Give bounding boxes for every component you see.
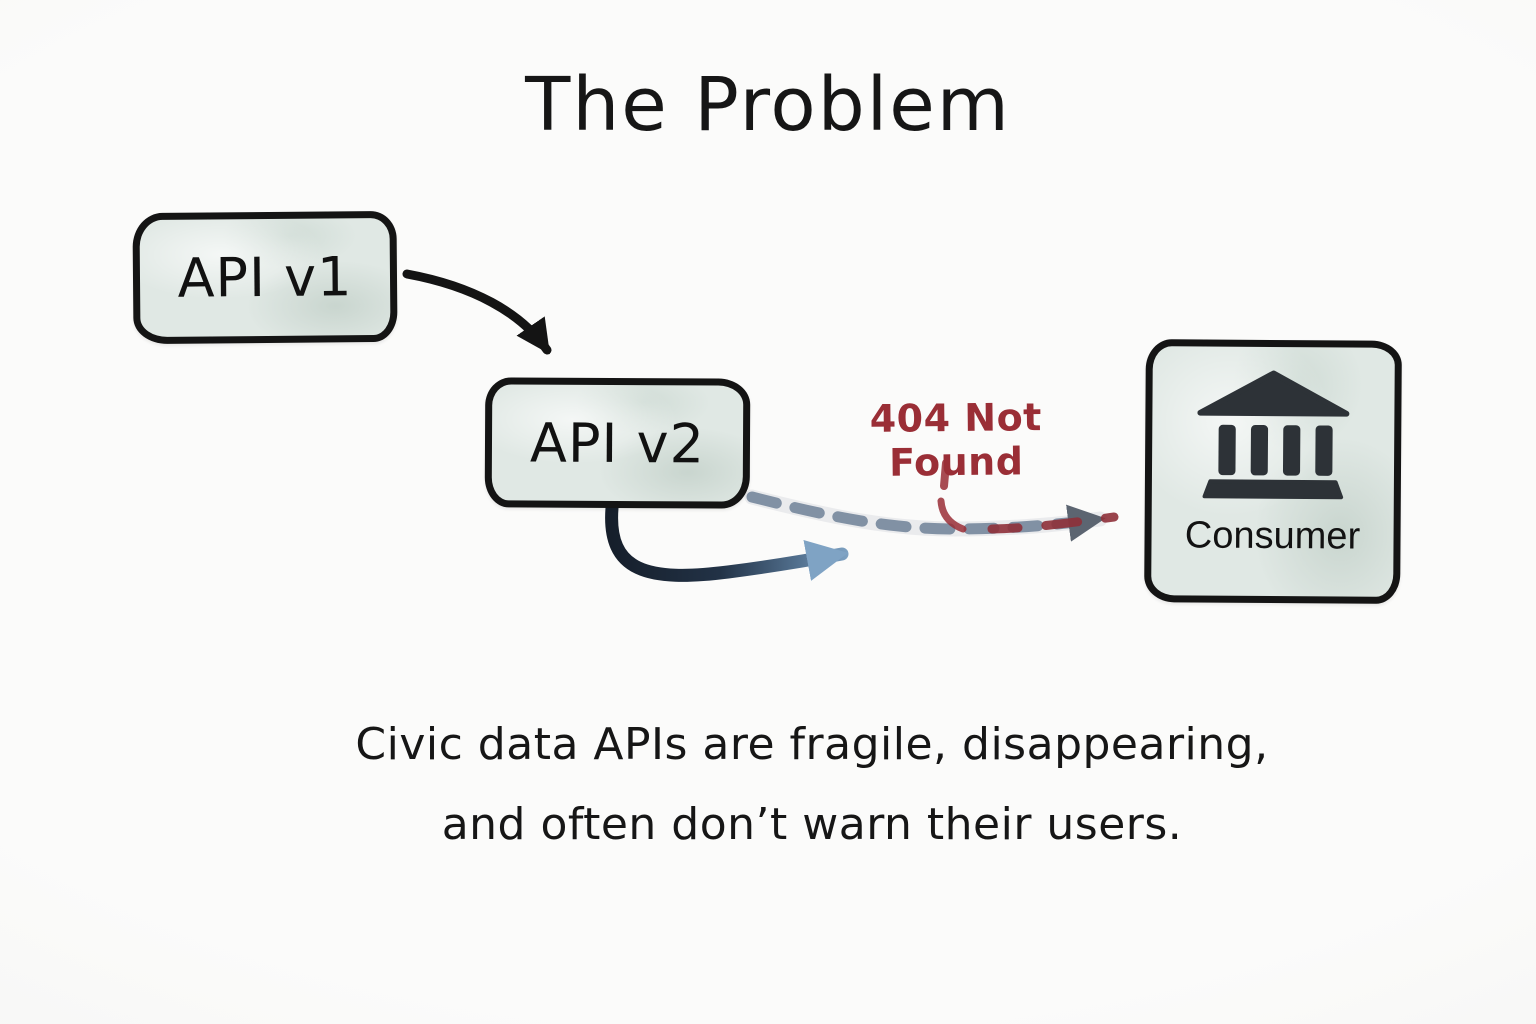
api-v2-box: API v2 <box>484 377 751 509</box>
bank-icon <box>1197 370 1350 500</box>
caption: Civic data APIs are fragile, disappearin… <box>355 705 1268 865</box>
consumer-box: Consumer <box>1144 339 1402 604</box>
page-title: The Problem <box>525 62 1011 148</box>
api-v1-label: API v1 <box>177 245 353 310</box>
api-v1-box: API v1 <box>132 210 398 345</box>
arrow-v1-to-v2 <box>402 269 552 355</box>
api-v2-label: API v2 <box>529 411 706 475</box>
arrow-v2-to-consumer-broken <box>744 489 1119 542</box>
arrow-v2-fading-response <box>605 501 849 582</box>
caption-line-2: and often don’t warn their users. <box>441 799 1183 850</box>
consumer-label: Consumer <box>1184 514 1361 558</box>
caption-line-1: Civic data APIs are fragile, disappearin… <box>355 719 1269 770</box>
error-404-label: 404 Not Found <box>869 395 1043 485</box>
